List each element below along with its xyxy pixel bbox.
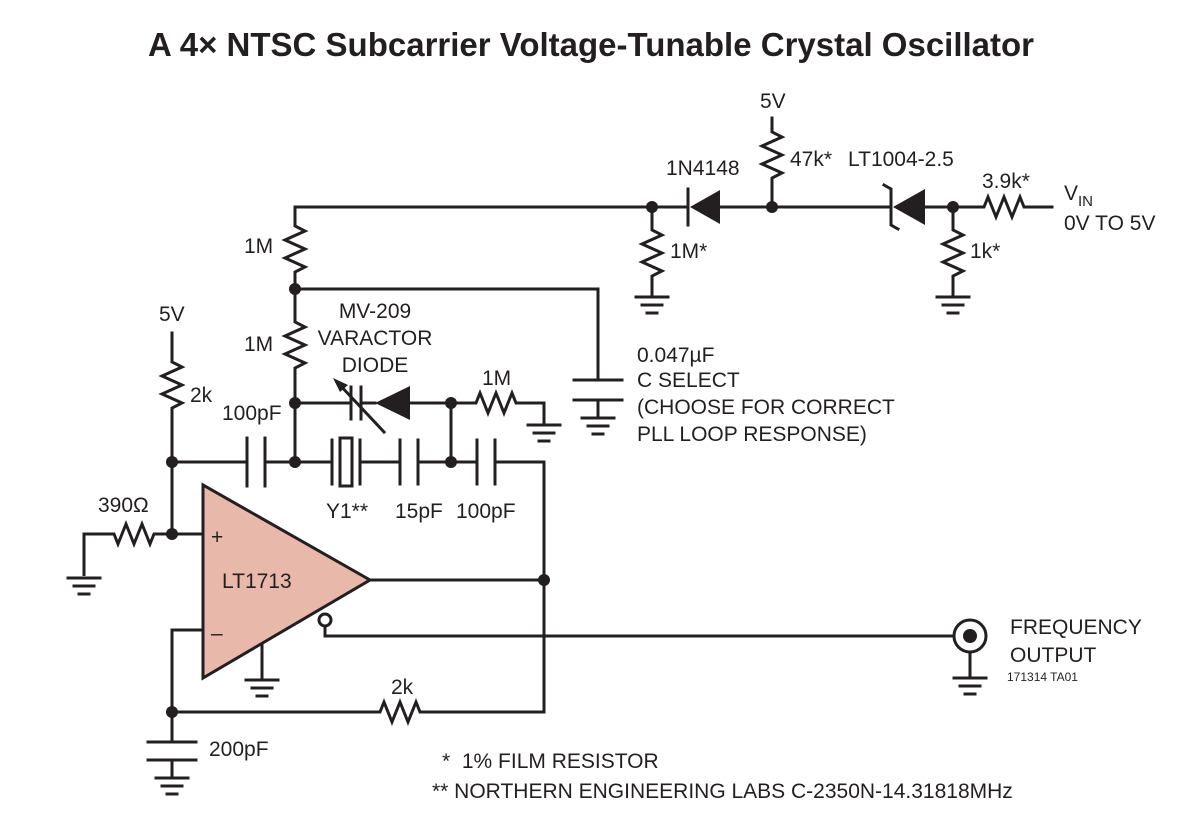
junction-dot bbox=[289, 456, 301, 468]
junction-dot bbox=[538, 574, 550, 586]
resistor-47k bbox=[758, 128, 786, 185]
resistor-1m-star bbox=[638, 225, 666, 282]
reference-lt1004 bbox=[875, 182, 925, 232]
capacitor-100pf-left-label: 100pF bbox=[222, 402, 282, 425]
cselect-value-label: 0.047µF bbox=[637, 344, 714, 367]
ground-symbol bbox=[526, 423, 562, 443]
resistor-1k-label: 1k* bbox=[970, 240, 1000, 263]
top-rail-wires bbox=[293, 116, 1054, 299]
crystal-label: Y1** bbox=[326, 500, 368, 523]
capacitor-15pf bbox=[398, 438, 420, 486]
resistor-47k-label: 47k* bbox=[790, 148, 832, 171]
resistor-1k bbox=[939, 225, 967, 282]
ground-symbol bbox=[66, 576, 102, 596]
junction-dot bbox=[947, 201, 959, 213]
output-pin-circle bbox=[317, 612, 333, 628]
ground-symbol bbox=[935, 295, 971, 315]
supply-label-top: 5V bbox=[760, 90, 786, 113]
capacitor-200pf bbox=[146, 740, 198, 796]
frequency-output-wire bbox=[323, 624, 955, 638]
opamp-label: LT1713 bbox=[222, 570, 292, 593]
vin-label: VIN bbox=[1064, 182, 1093, 210]
cselect-note-line1: (CHOOSE FOR CORRECT bbox=[637, 396, 895, 419]
resistor-1m-mid-label: 1M bbox=[244, 333, 273, 356]
resistor-3-9k bbox=[978, 192, 1028, 222]
resistor-1m-star-label: 1M* bbox=[670, 240, 707, 263]
capacitor-15pf-label: 15pF bbox=[395, 500, 443, 523]
resistor-390-label: 390Ω bbox=[98, 494, 149, 517]
resistor-1m-top bbox=[281, 222, 309, 278]
resistor-390 bbox=[82, 519, 172, 576]
inverting-input-wire bbox=[170, 628, 205, 742]
varactor-label-2: VARACTOR bbox=[318, 327, 433, 350]
ground-symbol bbox=[244, 678, 280, 698]
resistor-2k-bottom bbox=[374, 697, 430, 727]
resistor-3-9k-label: 3.9k* bbox=[982, 170, 1030, 193]
opamp-minus: – bbox=[211, 622, 223, 645]
reference-lt1004-label: LT1004-2.5 bbox=[848, 148, 954, 171]
opamp-plus: + bbox=[211, 526, 223, 549]
capacitor-100pf-right-label: 100pF bbox=[456, 500, 516, 523]
resistor-2k-left bbox=[158, 358, 186, 414]
diagram-title: A 4× NTSC Subcarrier Voltage-Tunable Cry… bbox=[148, 26, 1034, 63]
resistor-1m-right bbox=[470, 388, 546, 424]
resistor-2k-bottom-label: 2k bbox=[391, 676, 414, 699]
resistor-1m-right-label: 1M bbox=[482, 367, 511, 390]
note-film-resistor: * 1% FILM RESISTOR bbox=[442, 750, 659, 773]
capacitor-100pf-right bbox=[475, 438, 497, 486]
varactor-diode bbox=[333, 378, 410, 435]
cselect-name-label: C SELECT bbox=[637, 369, 740, 392]
junction-dot bbox=[766, 201, 778, 213]
bus-wire bbox=[428, 460, 546, 714]
resistor-1m-mid bbox=[281, 318, 309, 374]
supply-label-left: 5V bbox=[159, 303, 185, 326]
left-node-wire bbox=[170, 412, 205, 536]
varactor-label-3: DIODE bbox=[342, 354, 409, 377]
capacitor-100pf-left bbox=[245, 436, 267, 488]
ground-symbol bbox=[634, 295, 670, 315]
varactor-label-1: MV-209 bbox=[339, 300, 411, 323]
output-label-1: FREQUENCY bbox=[1010, 616, 1142, 639]
cselect-note-line2: PLL LOOP RESPONSE) bbox=[637, 423, 867, 446]
cselect-wire bbox=[293, 287, 600, 380]
note-crystal-part: ** NORTHERN ENGINEERING LABS C-2350N-14.… bbox=[432, 780, 1013, 803]
capacitor-200pf-label: 200pF bbox=[209, 738, 269, 761]
coax-connector bbox=[952, 618, 988, 696]
resistor-2k-left-label: 2k bbox=[190, 384, 213, 407]
diode-1n4148-label: 1N4148 bbox=[666, 157, 740, 180]
vin-range-label: 0V TO 5V bbox=[1064, 212, 1155, 235]
opamp-lt1713 bbox=[201, 482, 373, 681]
output-label-2: OUTPUT bbox=[1010, 644, 1097, 667]
figure-id: 171314 TA01 bbox=[1007, 670, 1078, 684]
resistor-1m-top-label: 1M bbox=[244, 235, 273, 258]
junction-dot bbox=[166, 456, 178, 468]
diode-1n4148 bbox=[650, 187, 722, 227]
junction-dot bbox=[445, 456, 457, 468]
capacitor-c-select bbox=[572, 378, 624, 436]
crystal-y1 bbox=[330, 436, 362, 488]
